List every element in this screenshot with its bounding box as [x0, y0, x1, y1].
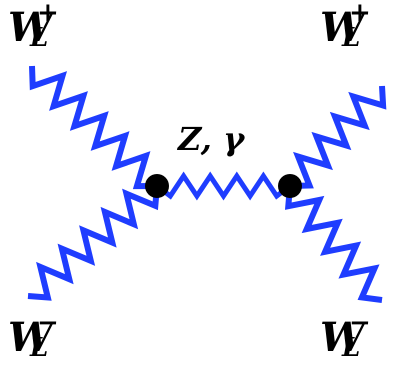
label-base: W [8, 4, 53, 51]
propagator-line [155, 171, 292, 201]
label-base: W [8, 314, 53, 361]
boson-line-bottom-left [27, 185, 160, 301]
vertex-right [278, 174, 302, 198]
boson-line-top-right [289, 85, 387, 189]
label-sub: L [30, 23, 49, 53]
label-sup: − [37, 308, 59, 338]
label-sup: − [349, 308, 371, 338]
boson-line-bottom-right [284, 185, 383, 303]
boson-line-top-left [29, 65, 158, 190]
vertex-left [145, 174, 169, 198]
label-base: W [320, 314, 365, 361]
label-w-minus-bottom-right: W − L [320, 310, 371, 363]
label-w-plus-top-right: W + L [320, 0, 371, 53]
label-sup: + [37, 0, 59, 28]
label-w-plus-top-left: W + L [8, 0, 59, 53]
label-sup: + [349, 0, 371, 28]
propagator-label: Z, γ [178, 120, 245, 158]
label-sub: L [342, 23, 361, 53]
label-sub: L [342, 333, 361, 363]
label-base: W [320, 4, 365, 51]
label-sub: L [30, 333, 49, 363]
label-w-minus-bottom-left: W − L [8, 310, 59, 363]
